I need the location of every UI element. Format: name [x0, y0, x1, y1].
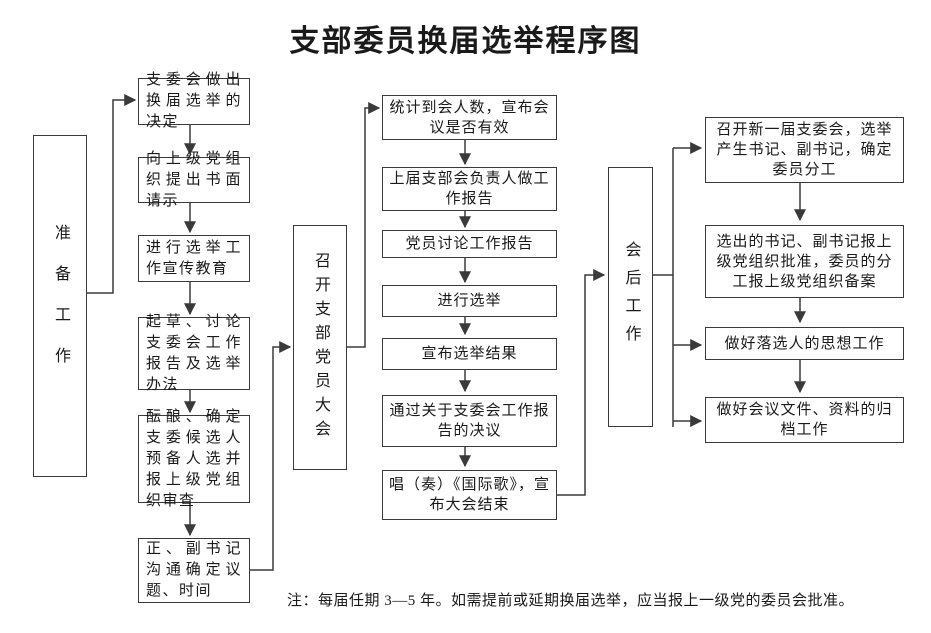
box-publicity-education: 进行选举工作宣传教育 [138, 235, 250, 282]
footnote: 注：每届任期 3—5 年。如需提前或延期换届选举，应当报上一级党的委员会批准。 [287, 593, 855, 609]
box-new-committee-meeting: 召开新一届支委会，选举产生书记、副书记，确定委员分工 [705, 117, 904, 183]
box-discuss-report: 党员讨论工作报告 [382, 230, 557, 258]
box-internationale-closing: 唱（奏）《国际歌》，宣布大会结束 [382, 470, 557, 520]
box-pass-resolution: 通过关于支委会工作报告的决议 [382, 395, 557, 447]
page-title: 支部委员换届选举程序图 [289, 25, 642, 58]
box-written-request: 向上级党组织提出书面请示 [138, 151, 250, 209]
stage-post-box: 会后工作 [608, 167, 653, 427]
box-candidate-shortlist: 酝酿、确定支委候选人预备人选并报上级党组织审查 [138, 409, 250, 509]
box-announce-results: 宣布选举结果 [382, 338, 557, 370]
arrow-prepare-to-step1 [87, 94, 137, 294]
box-outgoing-report: 上届支部会负责人做工作报告 [382, 167, 557, 211]
box-report-for-approval: 选出的书记、副书记报上级党组织批准，委员的分工报上级党组织备案 [705, 225, 904, 298]
stage-congress-box: 召开支部党员大会 [293, 225, 347, 470]
box-secretaries-agenda: 正、副书记沟通确定议题、时间 [138, 538, 250, 603]
box-count-attendance: 统计到会人数，宣布会议是否有效 [382, 95, 557, 140]
box-archive-documents: 做好会议文件、资料的归档工作 [705, 397, 904, 443]
stage-prepare-box: 准备工作 [33, 135, 87, 477]
arrow-congress-to-count [347, 102, 381, 348]
arrow-step6-to-congress [250, 341, 292, 571]
box-conduct-election: 进行选举 [382, 285, 557, 317]
box-comfort-unelected: 做好落选人的思想工作 [705, 327, 904, 360]
box-draft-work-report: 起草、讨论支委会工作报告及选举办法 [138, 314, 250, 393]
box-decision-to-elect: 支委会做出换届选举的决定 [138, 72, 250, 130]
arrow-anthem-to-post [557, 269, 606, 496]
